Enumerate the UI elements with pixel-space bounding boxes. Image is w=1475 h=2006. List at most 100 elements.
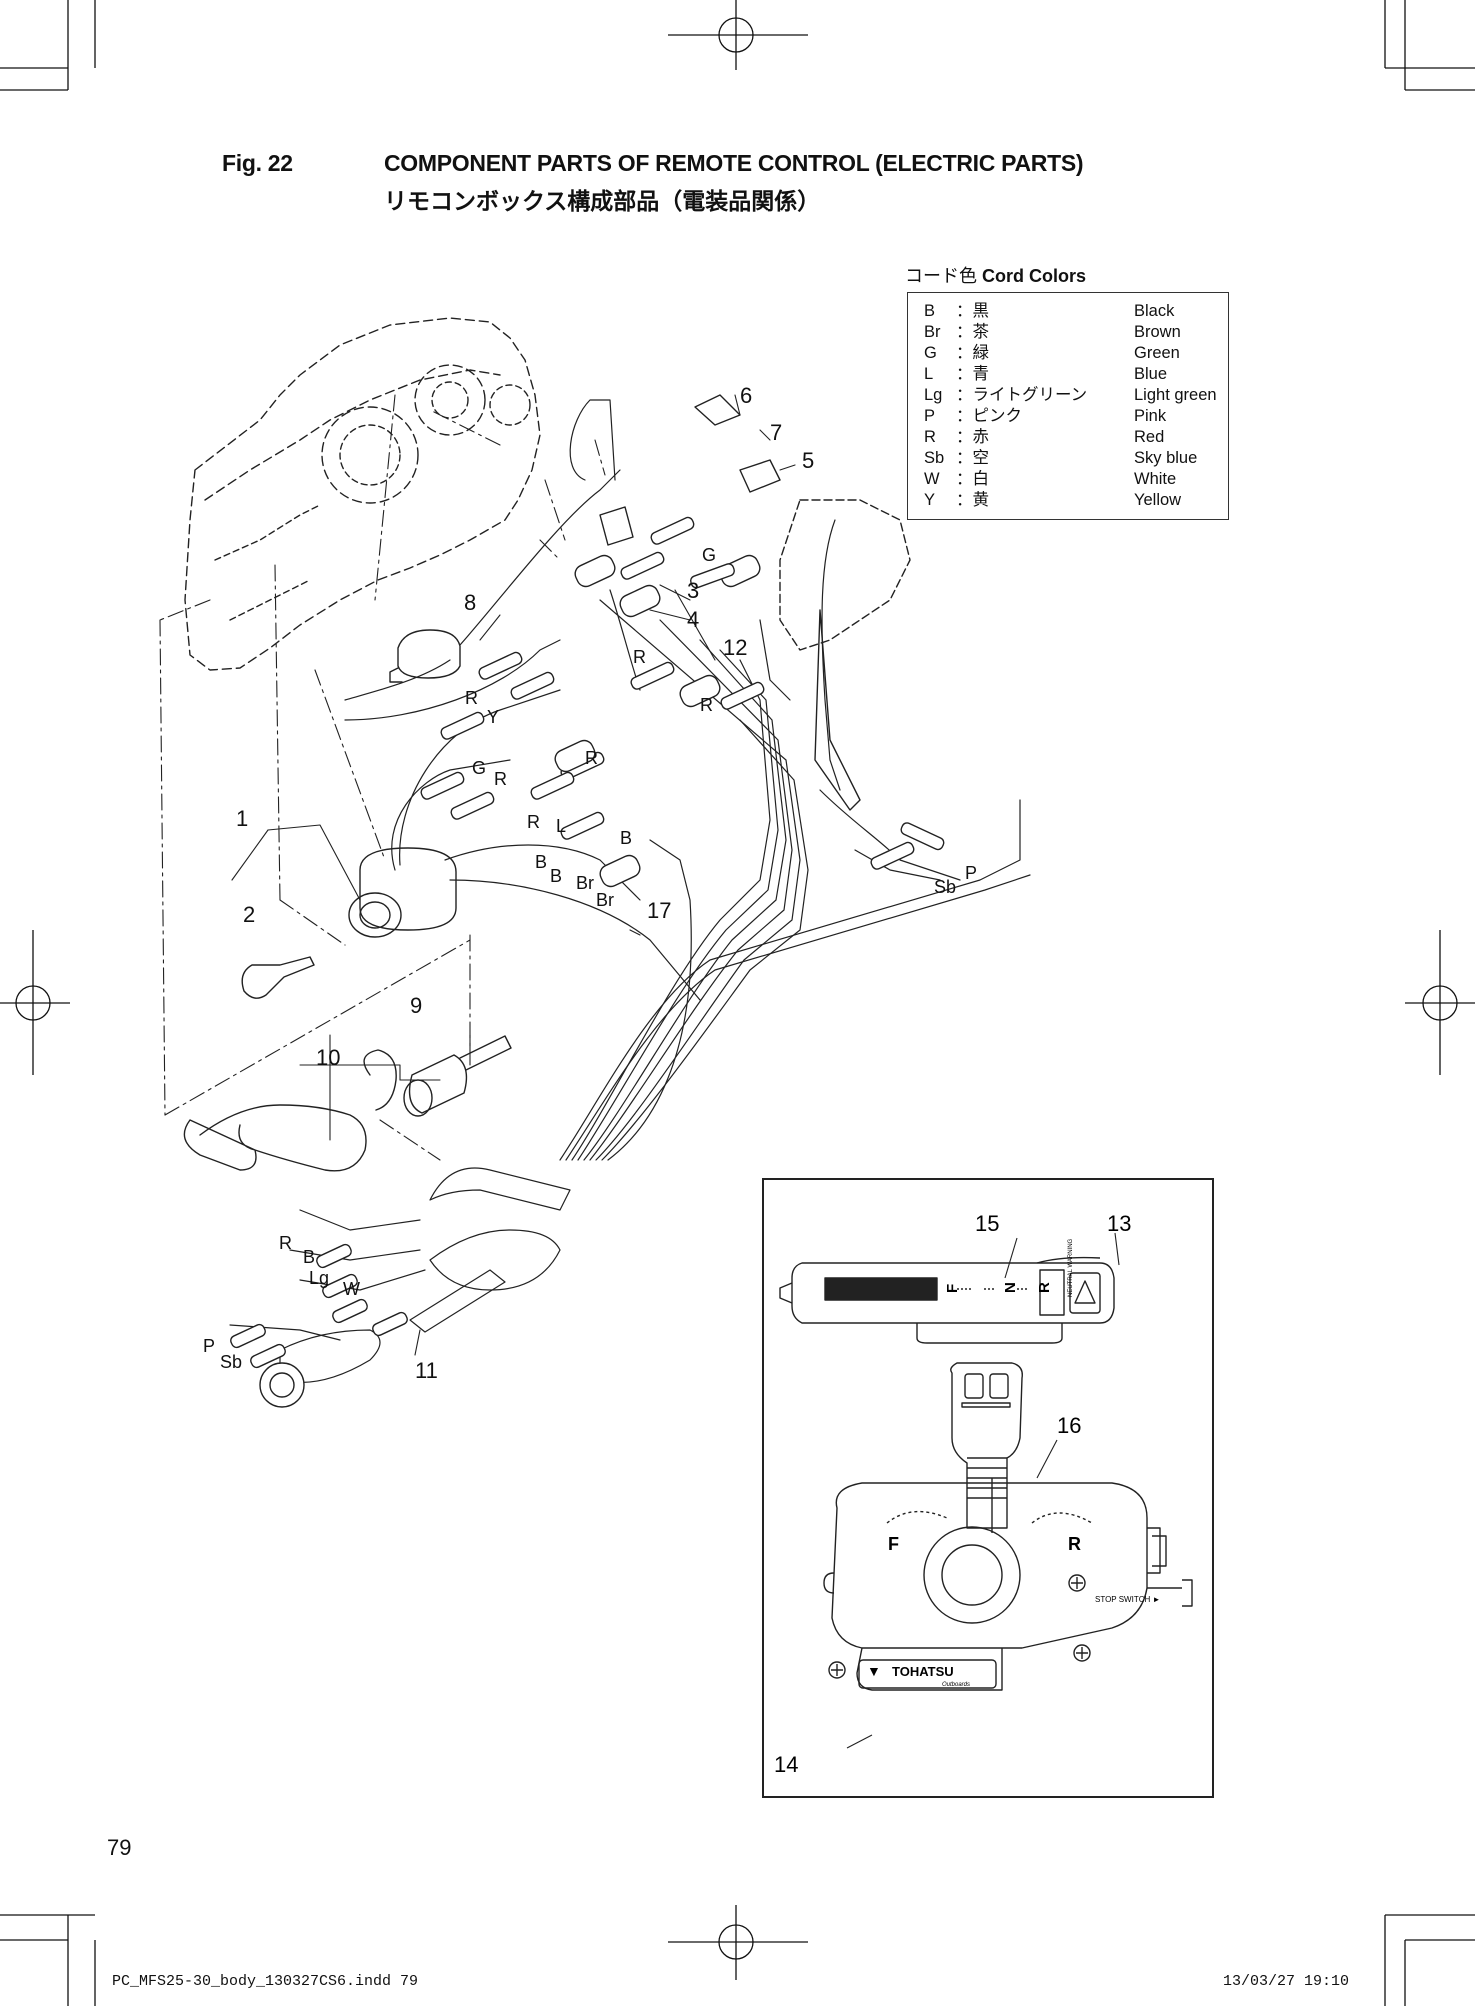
bracket (694, 394, 741, 426)
figure-label: Fig. 22 (222, 150, 293, 176)
legend-en: Light green (1134, 386, 1217, 404)
legend-en: Red (1134, 428, 1165, 446)
callout-2: 2 (243, 902, 256, 927)
key-switch (359, 847, 457, 931)
control-box-body (831, 1482, 1148, 1649)
wire-label: Sb (220, 1352, 243, 1372)
wire-label: P (203, 1336, 216, 1356)
wire-label: R (494, 769, 507, 789)
callout-11: 11 (415, 1358, 438, 1383)
panel-letter-n: N (1002, 1282, 1019, 1293)
callout-17: 17 (647, 898, 672, 923)
legend-ja: ：空 (956, 449, 989, 467)
legend-ja: ：赤 (956, 428, 989, 446)
inset-panel (762, 1178, 1214, 1798)
panel-letter-r: R (1036, 1282, 1053, 1293)
legend-title-en: Cord Colors (982, 266, 1087, 286)
lever-grip (950, 1362, 1023, 1529)
legend-ja: ：黒 (956, 302, 989, 320)
callout-15: 15 (975, 1211, 999, 1236)
wire-label: P (965, 863, 978, 883)
legend-en: Black (1134, 302, 1175, 320)
legend-code: Lg (924, 386, 943, 404)
panel-letter-f: F (944, 1284, 961, 1293)
wire-label: B (550, 866, 563, 886)
legend-code: P (924, 407, 936, 425)
wire-label: G (472, 758, 487, 778)
legend-code: Y (924, 491, 936, 509)
callout-14: 14 (774, 1752, 798, 1777)
wire-label: R (633, 647, 646, 667)
callout-1: 1 (236, 806, 249, 831)
footer-filename: PC_MFS25-30_body_130327CS6.indd 79 (112, 1973, 419, 1990)
legend-title: コード色 Cord Colors (905, 262, 1086, 288)
wire-label: Br (596, 890, 614, 910)
callout-9: 9 (410, 993, 423, 1018)
brand-logo: TOHATSU (892, 1664, 954, 1679)
wire-label: Br (576, 873, 594, 893)
callout-13: 13 (1107, 1211, 1131, 1236)
legend-en: Brown (1134, 323, 1181, 341)
lever-assembly-outline (779, 499, 911, 651)
legend-code: G (924, 344, 937, 362)
callout-4: 4 (687, 607, 700, 632)
neutral-switch (599, 506, 634, 546)
wire-label: B (303, 1247, 316, 1267)
callout-5: 5 (802, 448, 815, 473)
wire-label: R (465, 688, 478, 708)
brand-icon: ▼ (867, 1663, 881, 1679)
lever-label-f: F (888, 1534, 899, 1554)
legend-ja: ：青 (956, 365, 989, 383)
wire-label: G (702, 545, 717, 565)
legend-en: Sky blue (1134, 449, 1198, 467)
legend-en: Green (1134, 344, 1180, 362)
callout-10: 10 (316, 1045, 341, 1070)
brand-sub: Outboards (942, 1682, 970, 1688)
wire-label: Lg (309, 1268, 330, 1288)
wire-label: R (279, 1233, 292, 1253)
legend-ja: ：茶 (956, 323, 989, 341)
wire-label: W (343, 1279, 360, 1299)
callout-12: 12 (723, 635, 748, 660)
key (241, 956, 315, 999)
callout-6: 6 (740, 383, 753, 408)
wire-label: R (527, 812, 540, 832)
lever-label-r: R (1068, 1534, 1081, 1554)
callout-3: 3 (687, 578, 700, 603)
callout-16: 16 (1057, 1413, 1081, 1438)
legend-ja: ：緑 (956, 344, 989, 362)
legend-code: L (924, 365, 934, 383)
switch (739, 459, 781, 493)
footer-date: 13/03/27 19:10 (1223, 1973, 1350, 1990)
callout-8: 8 (464, 590, 477, 615)
page-title-japanese: リモコンボックス構成部品（電装品関係） (384, 188, 821, 214)
wire-label: B (620, 828, 633, 848)
legend-code: W (924, 470, 940, 488)
legend-en: Yellow (1134, 491, 1182, 509)
wire-label: R (700, 695, 713, 715)
legend-en: White (1134, 470, 1177, 488)
legend-code: R (924, 428, 936, 446)
wire-label: L (556, 816, 567, 836)
legend-ja: ：ピンク (956, 407, 1022, 425)
legend-code: Sb (924, 449, 945, 467)
neutral-warning-label: NEUTRAL WARNING (1068, 1238, 1074, 1297)
legend-ja: ：白 (956, 470, 989, 488)
stop-switch-label: STOP SWITCH ► (1095, 1595, 1160, 1604)
buzzer (397, 629, 461, 679)
inset-illustration: F N R NEUTRAL WARNING F R STOP SWITCH ► … (774, 1211, 1193, 1777)
remote-box-housing (184, 317, 541, 671)
legend-title-ja: コード色 (905, 266, 977, 286)
indicator-panel (791, 1262, 1115, 1324)
legend-code: Br (924, 323, 941, 341)
wire-label: R (585, 748, 598, 768)
stop-switch (408, 1054, 468, 1114)
callout-7: 7 (770, 420, 783, 445)
legend-en: Blue (1134, 365, 1168, 383)
wire-label: Y (487, 707, 500, 727)
legend-en: Pink (1134, 407, 1167, 425)
lanyard-cord (183, 1104, 367, 1172)
